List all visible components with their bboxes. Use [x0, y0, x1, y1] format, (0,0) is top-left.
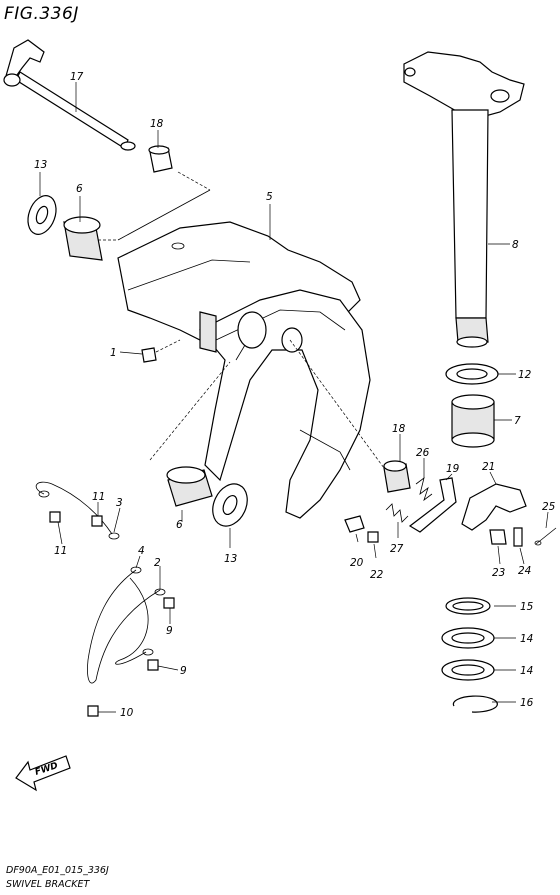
- figure-code: DF90A_E01_015_336J: [6, 865, 109, 876]
- callout-14-a: 14: [520, 633, 533, 645]
- callout-21: 21: [482, 461, 495, 473]
- callout-22: 22: [370, 569, 384, 581]
- callout-27: 27: [390, 543, 404, 555]
- callout-7: 7: [514, 415, 521, 427]
- part-6-bushing-bottom: [166, 466, 213, 507]
- part-18-bushing-bottom: [383, 460, 411, 493]
- part-9-bolt-b: [147, 659, 159, 671]
- part-11-bolt-a: [49, 511, 61, 523]
- part-6-bushing-top: [63, 216, 103, 261]
- callout-26: 26: [416, 447, 430, 459]
- callout-11-b: 11: [54, 545, 67, 557]
- part-13-washer-top: [27, 195, 57, 235]
- part-11-bolt-b: [91, 515, 103, 527]
- fwd-arrow: FWD: [15, 755, 71, 792]
- part-9-bolt-a: [163, 597, 175, 609]
- part-3-wire-lead: [35, 481, 120, 540]
- part-14-ring-b: [441, 659, 495, 681]
- callout-9-a: 9: [166, 625, 173, 637]
- part-12-washer: [445, 363, 499, 385]
- part-18-bushing-top: [148, 145, 173, 173]
- callout-15: 15: [520, 601, 534, 613]
- callout-12: 12: [518, 369, 532, 381]
- part-20-plate: [344, 515, 365, 533]
- callout-10: 10: [120, 707, 134, 719]
- part-25-cotter-pin: [534, 527, 557, 546]
- part-27-spring: [385, 503, 409, 523]
- callout-11-a: 11: [92, 491, 105, 503]
- callout-5: 5: [266, 191, 273, 203]
- part-14-ring-a: [441, 627, 495, 649]
- part-10-bolt: [87, 705, 99, 717]
- part-24-pin: [513, 527, 523, 547]
- callout-2: 2: [154, 557, 161, 569]
- callout-18-bottom: 18: [392, 423, 406, 435]
- callout-9-b: 9: [180, 665, 187, 677]
- callout-16: 16: [520, 697, 534, 709]
- callout-20: 20: [350, 557, 364, 569]
- part-16-snap-ring: [452, 695, 498, 713]
- part-2-wire-lead: [115, 577, 154, 665]
- part-15-ring: [445, 597, 491, 615]
- part-1-grease-nipple: [141, 347, 157, 363]
- part-17-shaft: [3, 39, 136, 151]
- leader-lines: [39, 82, 549, 713]
- part-7-bushing: [451, 394, 495, 448]
- callout-13-bottom: 13: [224, 553, 237, 565]
- callout-labels: 17 18 13 6 5 8 12 7 1 6 13 18 26 19 21 2…: [34, 71, 556, 719]
- callout-6-bottom: 6: [176, 519, 183, 531]
- callout-13-top: 13: [34, 159, 47, 171]
- part-23-nut: [489, 529, 507, 545]
- part-8-steering-shaft: [403, 51, 525, 348]
- part-21-lever: [461, 483, 527, 531]
- callout-19: 19: [446, 463, 460, 475]
- part-5-swivel-bracket: [117, 189, 371, 519]
- callout-17: 17: [70, 71, 84, 83]
- callout-23: 23: [492, 567, 505, 579]
- part-26-spring: [415, 477, 433, 502]
- figure-name: SWIVEL BRACKET: [6, 879, 91, 890]
- part-13-washer-bottom: [212, 483, 248, 527]
- callout-8: 8: [512, 239, 519, 251]
- figure-title: FIG.336J: [4, 4, 79, 24]
- callout-24: 24: [518, 565, 531, 577]
- callout-4: 4: [138, 545, 145, 557]
- part-19-bracket-rod: [408, 477, 457, 533]
- callout-25: 25: [542, 501, 556, 513]
- callout-18-top: 18: [150, 118, 164, 130]
- part-22-bolt: [367, 531, 379, 543]
- callout-14-b: 14: [520, 665, 533, 677]
- callout-3: 3: [116, 497, 123, 509]
- callout-1: 1: [110, 347, 117, 359]
- callout-6-top: 6: [76, 183, 83, 195]
